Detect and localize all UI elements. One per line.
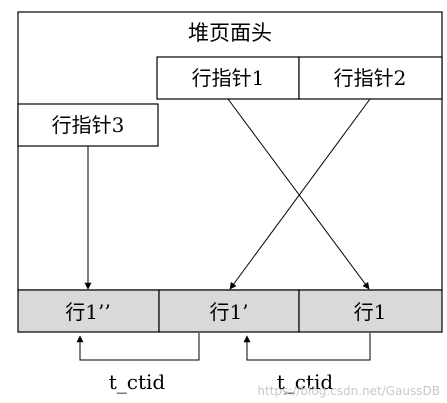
ctid-label-right: t_ctid — [277, 370, 334, 394]
line-pointer-2-box — [298, 56, 443, 100]
ctid-arrow-row1-prime-to-row1-double-prime — [76, 333, 200, 361]
line-pointer-2-label: 行指针2 — [334, 66, 407, 90]
arrow-pointer1-to-row1 — [227, 98, 370, 290]
tuple-row-1-box — [298, 289, 443, 333]
watermark-text: https://blog.csdn.net/GaussDB — [257, 384, 440, 398]
line-pointer-1-box — [156, 56, 300, 100]
tuple-row-1-label: 行1 — [354, 300, 387, 324]
arrow-pointer2-to-row1-prime — [229, 98, 371, 290]
tuple-row-1-prime-label: 行1’ — [209, 300, 248, 324]
line-pointer-3-box — [17, 103, 159, 147]
page-header-title: 堆页面头 — [188, 21, 272, 45]
ctid-arrow-row1-to-row1-prime — [243, 333, 371, 361]
ctid-label-left: t_ctid — [109, 370, 166, 394]
tuple-row-1-prime-box — [158, 289, 300, 333]
tuple-row-1-double-prime-label: 行1’’ — [65, 300, 110, 324]
page-frame — [17, 11, 443, 291]
line-pointer-1-label: 行指针1 — [192, 66, 265, 90]
line-pointer-3-label: 行指针3 — [52, 113, 125, 137]
